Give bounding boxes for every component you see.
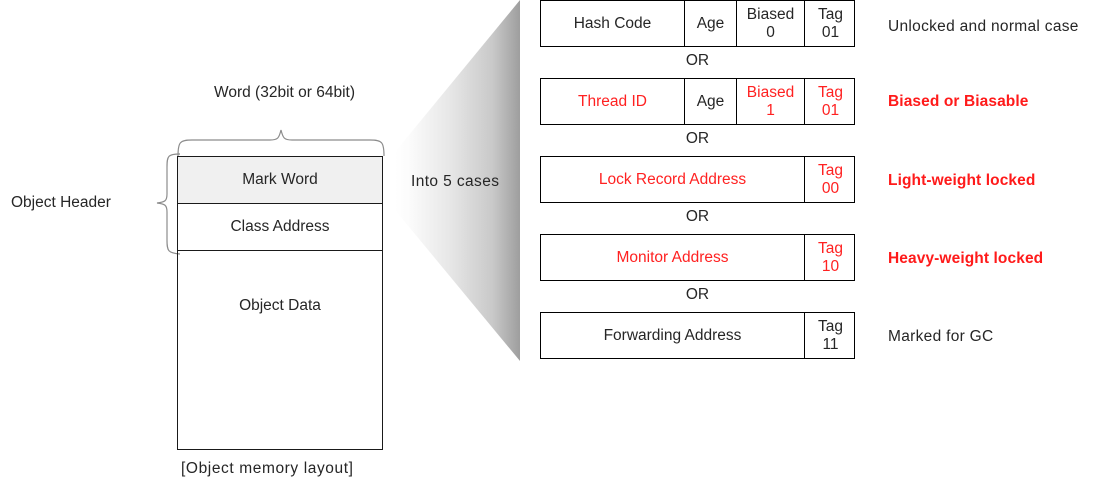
or-separator-label: OR [685,130,710,147]
case-cell-text: Hash Code [573,14,652,32]
case-note: Biased or Biasable [888,93,1029,110]
case-cell: Age [684,79,736,124]
case-cell-text: Lock Record Address [598,170,747,188]
case-cell-subtext: 01 [821,101,840,119]
object-row-label: Object Data [239,297,321,314]
case-cell: Thread ID [541,79,684,124]
word-brace-icon [177,129,385,157]
case-cell-text: Age [696,14,725,32]
case-cell-text: Monitor Address [616,248,729,266]
case-cell-subtext: 01 [821,23,840,41]
case-cell: Lock Record Address [541,157,804,202]
object-header-label: Object Header [11,194,111,211]
case-cell-text: Tag [818,84,843,102]
object-row-label: Mark Word [242,171,318,188]
case-cell-text: Age [696,92,725,110]
or-separator-label: OR [685,208,710,225]
expand-cone-icon [395,0,520,361]
word-size-caption: Word (32bit or 64bit) [214,84,355,101]
or-separator-label: OR [685,52,710,69]
case-cell-subtext: 11 [822,335,839,353]
object-row-object-data: Object Data [178,251,382,449]
case-cell-text: Biased [746,6,795,24]
case-cell-text: Forwarding Address [603,326,742,344]
or-separator-label: OR [685,286,710,303]
object-row-class-address: Class Address [178,204,382,251]
case-cell-subtext: 00 [821,179,840,197]
object-row-label: Class Address [230,218,330,235]
case-cell-subtext: 1 [766,101,775,119]
case-cell: Monitor Address [541,235,804,280]
case-cell-subtext: 0 [766,23,775,41]
case-cell-subtext: 10 [821,257,840,275]
object-memory-layout-box: Mark Word Class Address Object Data [177,156,383,450]
case-note: Marked for GC [888,328,994,345]
case-cell-text: Tag [818,318,843,336]
case-note: Light-weight locked [888,172,1036,189]
object-header-brace-icon [156,153,181,255]
object-memory-layout-caption: [Object memory layout] [181,460,354,477]
case-cell-text: Tag [818,240,843,258]
case-cell: Hash Code [541,1,684,46]
case-cell-text: Thread ID [578,92,647,110]
case-cell: Forwarding Address [541,313,804,358]
case-cell-text: Tag [818,6,843,24]
case-note: Heavy-weight locked [888,250,1044,267]
case-cell: Age [684,1,736,46]
case-cell-text: Tag [818,162,843,180]
cone-label: Into 5 cases [411,173,500,190]
case-note: Unlocked and normal case [888,18,1079,35]
case-cell-text: Biased [746,84,795,102]
object-row-mark-word: Mark Word [178,157,382,204]
